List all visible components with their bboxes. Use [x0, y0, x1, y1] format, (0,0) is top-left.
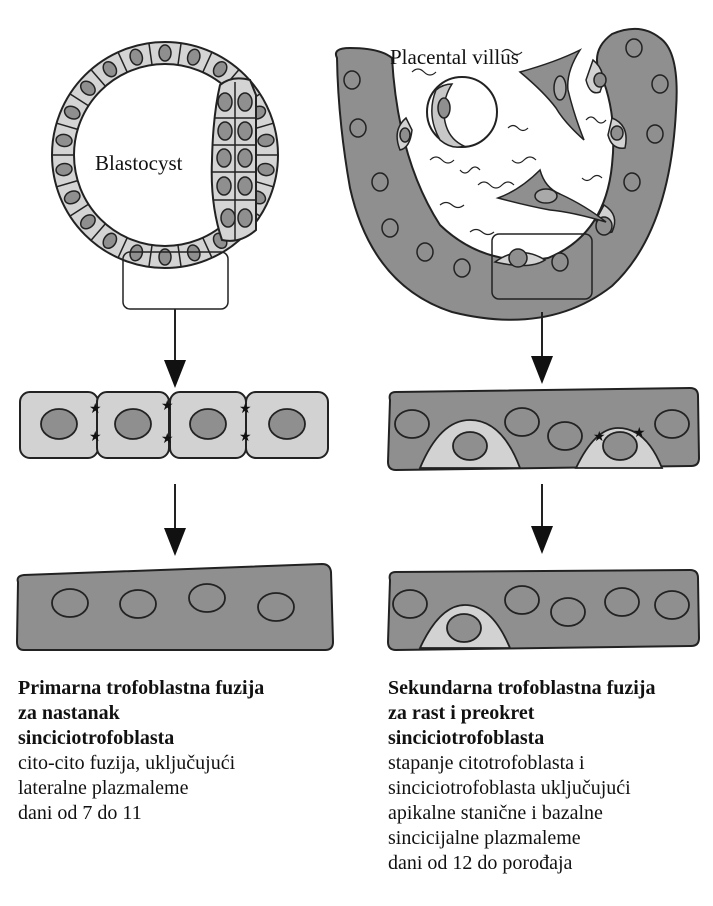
caption-heading-line: za nastanak: [18, 701, 264, 726]
cytotrophoblast-nucleus: [41, 409, 77, 439]
caption-body-line: stapanje citotrofoblasta i: [388, 751, 655, 776]
syncytium-nucleus: [655, 591, 689, 619]
caption-body-line: sinciciotrofoblasta uključujući: [388, 776, 655, 801]
syncytium-nucleus: [52, 589, 88, 617]
caption-heading-line: Primarna trofoblastna fuzija: [18, 676, 264, 701]
syncytium-nucleus: [655, 410, 689, 438]
secondary-fusion-stage: ★ ★: [388, 388, 699, 470]
caption-heading-line: za rast i preokret: [388, 701, 655, 726]
trophoblast-nucleus: [159, 45, 171, 61]
svg-text:★: ★: [89, 402, 102, 417]
cytotrophoblast-nucleus: [447, 614, 481, 642]
blastocyst-label: Blastocyst: [95, 151, 183, 175]
caption-heading-line: Sekundarna trofoblastna fuzija: [388, 676, 655, 701]
caption-body-line: lateralne plazmaleme: [18, 776, 264, 801]
arrow-right-lower: [531, 484, 553, 554]
arrow-left-upper: [164, 309, 186, 388]
caption-body-line: apikalne stanične i bazalne: [388, 801, 655, 826]
syncytium-nucleus: [189, 584, 225, 612]
placental-villus-label: Placental villus: [390, 45, 519, 69]
caption-heading-line: sinciciotrofoblasta: [388, 726, 655, 751]
blastocyst: Blastocyst: [52, 42, 278, 309]
svg-text:★: ★: [239, 430, 252, 445]
syncytium-nucleus: [605, 588, 639, 616]
syncytium-nucleus: [505, 586, 539, 614]
syncytium-nucleus: [258, 593, 294, 621]
cytotrophoblast-nucleus: [115, 409, 151, 439]
secondary-syncytium: [388, 570, 699, 650]
svg-text:★: ★: [161, 399, 174, 414]
cytotrophoblast-row: ★ ★ ★ ★ ★ ★: [20, 392, 328, 458]
caption-primary-fusion: Primarna trofoblastna fuzija za nastanak…: [18, 676, 264, 826]
caption-body-line: dani od 12 do porođaja: [388, 851, 655, 876]
caption-heading-line: sinciciotrofoblasta: [18, 726, 264, 751]
fetal-capillary: [427, 77, 497, 147]
arrow-left-lower: [164, 484, 186, 556]
caption-secondary-fusion: Sekundarna trofoblastna fuzija za rast i…: [388, 676, 655, 876]
svg-text:★: ★: [161, 432, 174, 447]
svg-text:★: ★: [593, 430, 606, 445]
caption-body-line: cito-cito fuzija, uključujući: [18, 751, 264, 776]
cytotrophoblast-nucleus: [453, 432, 487, 460]
syncytium-nucleus: [551, 598, 585, 626]
arrow-right-upper: [531, 312, 553, 384]
syncytium-nucleus: [120, 590, 156, 618]
caption-body-line: sincicijalne plazmaleme: [388, 826, 655, 851]
placental-villus: Placental villus: [336, 29, 677, 320]
syncytium-nucleus: [505, 408, 539, 436]
svg-text:★: ★: [633, 426, 646, 441]
svg-text:★: ★: [89, 430, 102, 445]
cytotrophoblast-nucleus: [269, 409, 305, 439]
cytotrophoblast-nucleus: [603, 432, 637, 460]
primary-syncytium: [17, 564, 333, 650]
syncytium-nucleus: [548, 422, 582, 450]
syncytium-nucleus: [395, 410, 429, 438]
cytotrophoblast-nucleus: [190, 409, 226, 439]
svg-text:★: ★: [239, 402, 252, 417]
syncytium-nucleus: [393, 590, 427, 618]
caption-body-line: dani od 7 do 11: [18, 801, 264, 826]
villus-syncytium-wall: [336, 29, 677, 320]
